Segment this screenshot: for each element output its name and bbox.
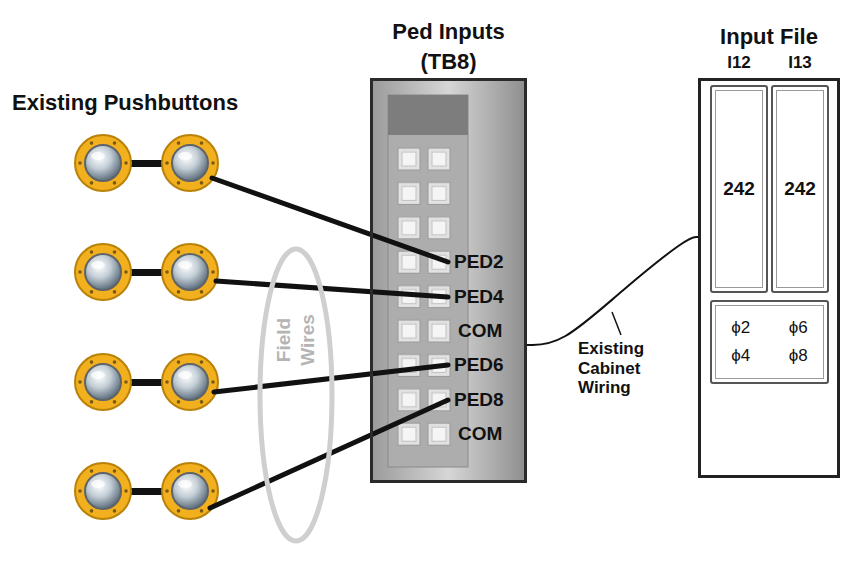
phase-label: ϕ2 xyxy=(731,317,750,339)
terminal-block-box: Ped Inputs (TB8) xyxy=(370,78,527,483)
box-heading: Input File xyxy=(720,23,818,51)
box-heading: Ped Inputs (TB8) xyxy=(374,17,524,77)
terminal-strip-top xyxy=(388,95,468,135)
phase-label: ϕ8 xyxy=(789,345,808,367)
button-link xyxy=(128,160,165,167)
terminal-label: PED2 xyxy=(454,251,504,273)
ellipse-outline xyxy=(260,249,332,541)
ellipse-outline xyxy=(258,247,334,543)
terminal-label: PED6 xyxy=(454,354,504,376)
phase-label: ϕ6 xyxy=(789,317,808,339)
slot-label: I13 xyxy=(788,52,812,74)
callout-label: Existing Cabinet Wiring xyxy=(578,339,674,398)
input-file-box: Input FileI12242I13242ϕ2ϕ6ϕ4ϕ8 xyxy=(698,78,840,478)
button-link xyxy=(128,379,165,386)
terminal-label: COM xyxy=(458,423,502,445)
slot-label: I12 xyxy=(727,52,751,74)
button-link xyxy=(128,269,165,276)
pushbutton xyxy=(75,135,131,191)
section-heading: Existing Pushbuttons xyxy=(12,90,238,115)
phase-label: ϕ4 xyxy=(731,345,750,367)
input-slot: I13242 xyxy=(771,85,829,293)
phase-box: ϕ2 ϕ6 ϕ4 ϕ8 xyxy=(710,300,829,384)
input-slot: I12242 xyxy=(710,85,768,293)
pushbutton xyxy=(162,463,218,519)
cabinet-wire xyxy=(527,237,698,345)
terminal-label: PED8 xyxy=(454,389,504,411)
module-number: 242 xyxy=(784,178,816,200)
pushbutton xyxy=(162,244,218,300)
pushbutton xyxy=(162,354,218,410)
leader-line xyxy=(612,312,621,335)
field-wire xyxy=(212,178,448,262)
terminal-block xyxy=(371,79,526,482)
button-link xyxy=(128,488,165,495)
pushbutton xyxy=(75,354,131,410)
field-wire-bundle: Field Wires xyxy=(258,247,334,543)
pushbutton-pairs xyxy=(75,135,218,519)
terminal-label: COM xyxy=(458,320,502,342)
terminal-label: PED4 xyxy=(454,286,504,308)
bundle-label: Field Wires xyxy=(272,309,320,371)
module-number: 242 xyxy=(723,178,755,200)
pushbutton xyxy=(75,463,131,519)
pushbutton xyxy=(75,244,131,300)
pushbutton xyxy=(162,135,218,191)
field-wire xyxy=(216,281,448,297)
terminal-block-body xyxy=(371,79,526,482)
